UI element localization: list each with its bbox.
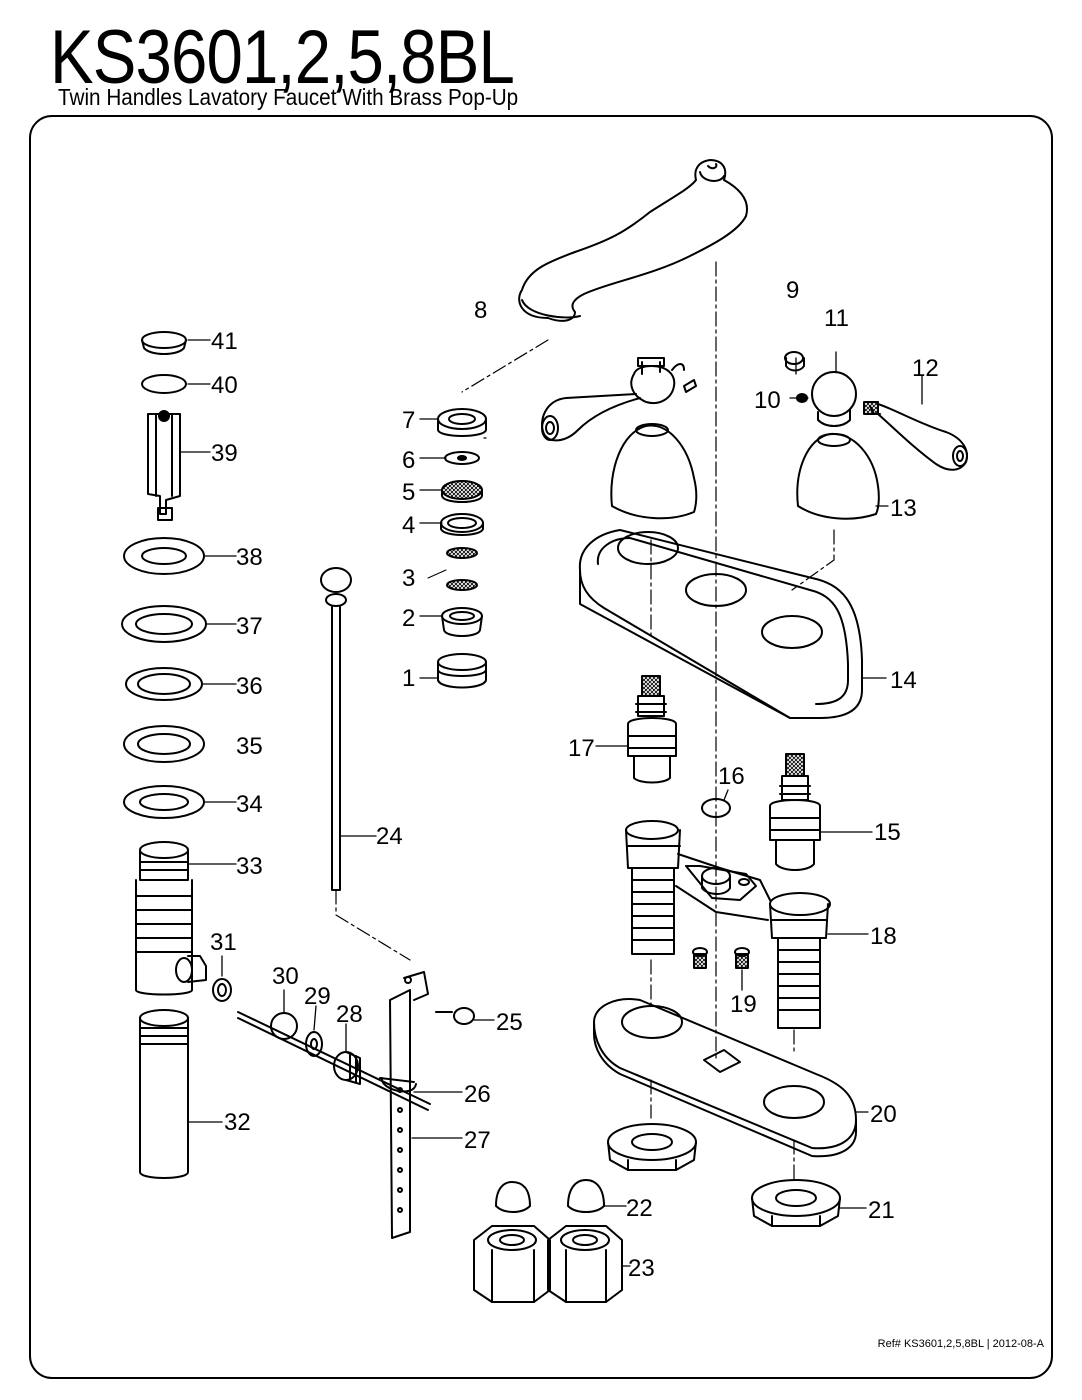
part-14-deck-plate — [578, 529, 863, 719]
reference-code: Ref# KS3601,2,5,8BL | 2012-08-A — [877, 1338, 1044, 1350]
callout-16: 16 — [718, 763, 745, 790]
callout-15: 15 — [874, 819, 901, 846]
callout-27: 27 — [464, 1127, 491, 1154]
part-13-right-cover — [796, 432, 880, 520]
part-35-gasket — [123, 725, 205, 763]
part-8-spout — [518, 159, 748, 322]
callout-7: 7 — [402, 407, 415, 434]
callout-40: 40 — [211, 372, 238, 399]
part-40-o-ring — [141, 374, 187, 394]
part-21-mount-nut-right — [751, 1179, 841, 1227]
callout-13: 13 — [890, 495, 917, 522]
part-3-mesh — [427, 547, 478, 591]
part-6-disc — [444, 451, 480, 465]
callout-35: 35 — [236, 733, 263, 760]
part-41-stopper-cap — [141, 331, 187, 355]
callout-14: 14 — [890, 667, 917, 694]
diagram-frame — [29, 115, 1053, 1379]
part-18-valve-body — [625, 820, 831, 1029]
callout-37: 37 — [236, 613, 263, 640]
leader-lines — [179, 339, 923, 1267]
callout-30: 30 — [272, 963, 299, 990]
part-15-right-cartridge — [769, 753, 821, 871]
part-22-ferrules — [495, 1179, 605, 1213]
callout-2: 2 — [402, 605, 415, 632]
part-39-stopper-stem — [147, 410, 181, 521]
part-2-insert — [441, 607, 483, 637]
page-title: KS3601,2,5,8BL — [50, 15, 515, 100]
callout-4: 4 — [402, 512, 415, 539]
center-lines — [335, 261, 835, 1181]
part-11-hub — [811, 371, 857, 427]
part-1-housing — [437, 653, 487, 689]
callout-26: 26 — [464, 1081, 491, 1108]
part-16-o-ring — [701, 798, 731, 818]
callout-6: 6 — [402, 447, 415, 474]
callout-10: 10 — [754, 387, 781, 414]
callout-28: 28 — [336, 1001, 363, 1028]
part-21-mount-nut-left — [607, 1123, 697, 1171]
part-4-ring — [440, 513, 484, 536]
callout-1: 1 — [402, 665, 415, 692]
callout-23: 23 — [628, 1255, 655, 1282]
callout-22: 22 — [626, 1195, 653, 1222]
part-12-lever — [863, 401, 968, 471]
part-36-washer — [125, 667, 203, 701]
callout-25: 25 — [496, 1009, 523, 1036]
part-7-washer — [437, 408, 487, 437]
callout-29: 29 — [304, 983, 331, 1010]
callout-12: 12 — [912, 355, 939, 382]
callout-18: 18 — [870, 923, 897, 950]
callout-36: 36 — [236, 673, 263, 700]
callout-19: 19 — [730, 991, 757, 1018]
part-29-washer — [305, 1031, 323, 1057]
callout-24: 24 — [376, 823, 403, 850]
callout-labels: 41 40 39 38 37 36 35 34 33 32 31 30 29 2… — [210, 277, 939, 1282]
part-24-lift-rod — [320, 567, 352, 891]
callout-31: 31 — [210, 929, 237, 956]
callout-8: 8 — [474, 297, 487, 324]
part-17-left-cartridge — [627, 675, 677, 784]
callout-9: 9 — [786, 277, 799, 304]
part-27-extension-strap — [389, 971, 429, 1239]
part-30-pivot-rod — [237, 1011, 431, 1111]
left-lever-handle — [541, 357, 697, 442]
callout-33: 33 — [236, 853, 263, 880]
part-9-screw-cap — [784, 351, 805, 372]
callout-5: 5 — [402, 479, 415, 506]
part-28-pivot-nut — [333, 1051, 361, 1085]
callout-32: 32 — [224, 1109, 251, 1136]
callout-39: 39 — [211, 440, 238, 467]
part-13-left-cover — [610, 423, 698, 520]
part-32-tailpiece — [139, 1009, 189, 1179]
part-31-gasket — [212, 978, 232, 1002]
callout-3: 3 — [402, 565, 415, 592]
page-subtitle: Twin Handles Lavatory Faucet With Brass … — [58, 84, 519, 110]
callout-20: 20 — [870, 1101, 897, 1128]
callout-21: 21 — [868, 1197, 895, 1224]
part-33-drain-body — [135, 841, 207, 996]
callout-17: 17 — [568, 735, 595, 762]
callout-38: 38 — [236, 544, 263, 571]
part-23-coupling-nuts — [473, 1225, 623, 1303]
callout-34: 34 — [236, 791, 263, 818]
callout-11: 11 — [824, 305, 849, 332]
part-34-flange-ring — [123, 785, 205, 819]
part-19-screws — [692, 947, 750, 969]
part-20-base-gasket — [593, 998, 857, 1158]
part-37-ring — [121, 605, 207, 643]
part-38-flange — [123, 537, 205, 575]
part-5-screen — [441, 480, 483, 503]
part-25-thumb-screw — [435, 1007, 475, 1025]
callout-41: 41 — [211, 328, 238, 355]
